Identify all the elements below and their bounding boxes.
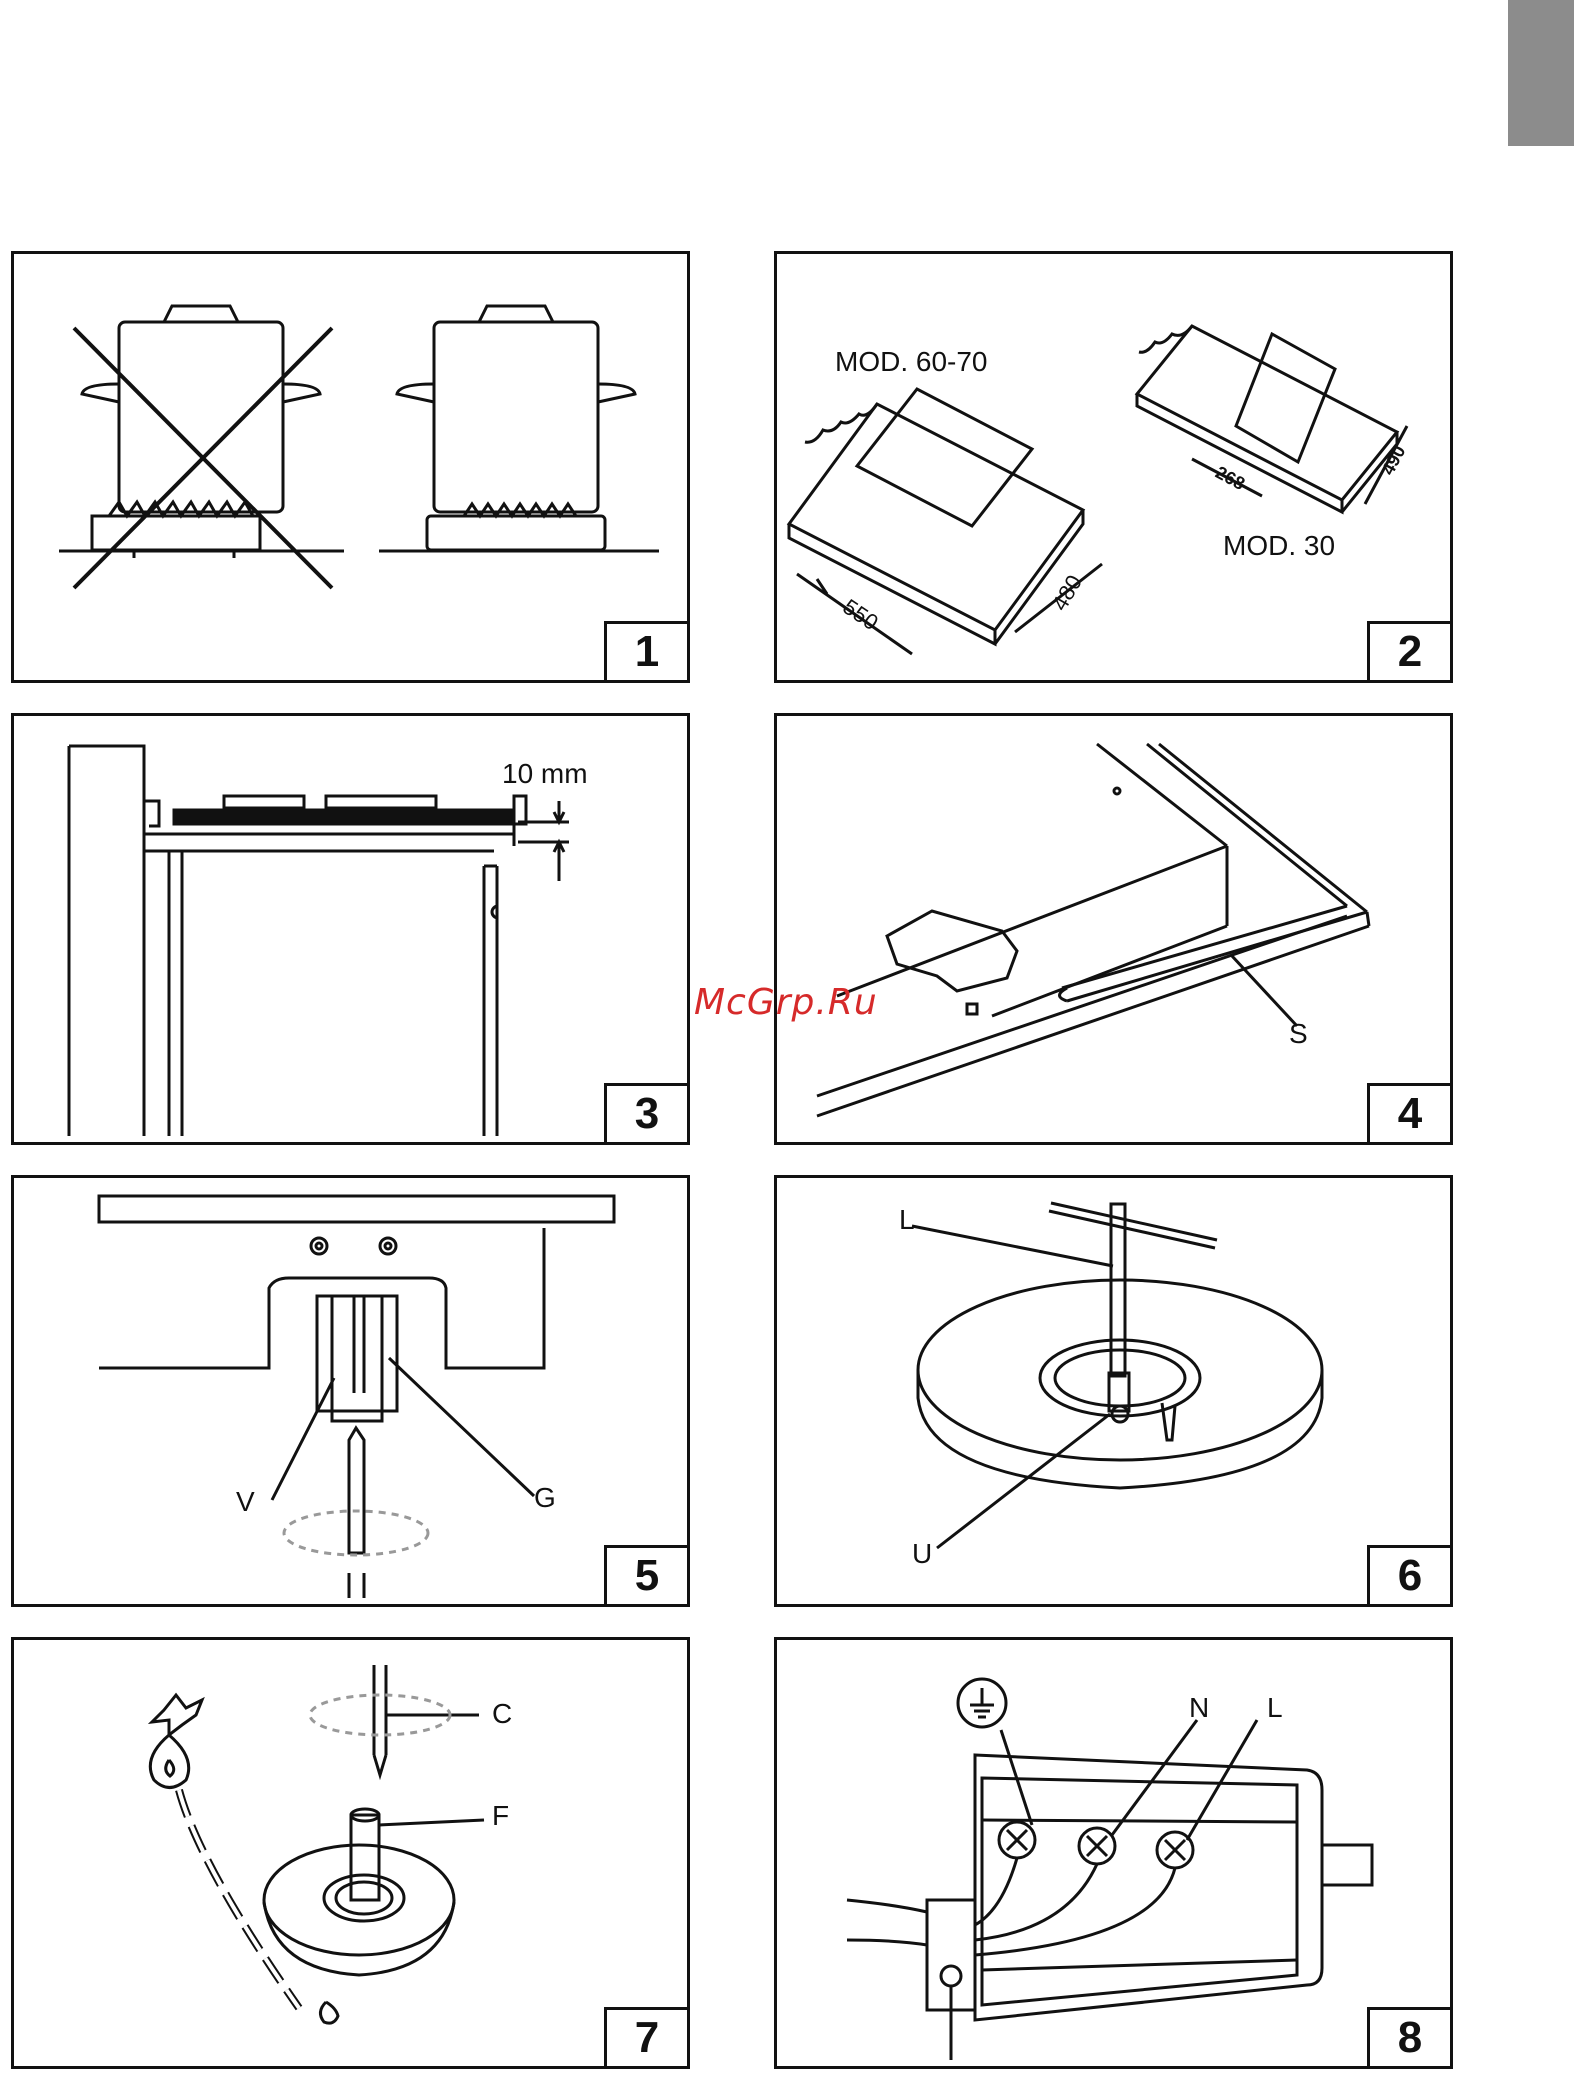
sealing-gasket-illustration xyxy=(777,716,1450,1142)
figure-number: 3 xyxy=(604,1083,690,1145)
bracket-label: G xyxy=(534,1482,556,1514)
figure-number: 2 xyxy=(1367,621,1453,683)
figure-number: 6 xyxy=(1367,1545,1453,1607)
flame-adjustment-illustration xyxy=(14,1640,687,2066)
screw-label: C xyxy=(492,1698,512,1730)
figure-panel-8: N L 8 xyxy=(774,1637,1453,2069)
figure-panel-3: 10 mm 3 xyxy=(11,713,690,1145)
figure-number: 4 xyxy=(1367,1083,1453,1145)
figure-panel-5: V G 5 xyxy=(11,1175,690,1607)
figure-number: 5 xyxy=(604,1545,690,1607)
figure-panel-1: 1 xyxy=(11,251,690,683)
terminal-block-illustration xyxy=(777,1640,1450,2066)
figure-panel-7: C F 7 xyxy=(11,1637,690,2069)
gasket-label: S xyxy=(1289,1018,1308,1050)
wrench-label: L xyxy=(899,1204,915,1236)
neutral-label: N xyxy=(1189,1692,1209,1724)
figure-number: 8 xyxy=(1367,2007,1453,2069)
page-edge-tab xyxy=(1508,0,1574,146)
figure-panel-4: S 4 xyxy=(774,713,1453,1145)
live-label: L xyxy=(1267,1692,1283,1724)
injector-wrench-illustration xyxy=(777,1178,1450,1604)
bypass-label: F xyxy=(492,1800,509,1832)
figure-panel-6: L U 6 xyxy=(774,1175,1453,1607)
injector-label: U xyxy=(912,1538,932,1570)
screw-label: V xyxy=(236,1486,255,1518)
pot-on-burner-illustration xyxy=(14,254,687,680)
clearance-label: 10 mm xyxy=(502,758,588,790)
fixing-bracket-illustration xyxy=(14,1178,687,1604)
model-label-30: MOD. 30 xyxy=(1223,530,1335,562)
figure-number: 7 xyxy=(604,2007,690,2069)
model-label-60-70: MOD. 60-70 xyxy=(835,346,988,378)
figure-panel-2: MOD. 60-70 MOD. 30 550 480 268 490 2 xyxy=(774,251,1453,683)
figure-number: 1 xyxy=(604,621,690,683)
watermark: McGrp.Ru xyxy=(694,982,878,1023)
